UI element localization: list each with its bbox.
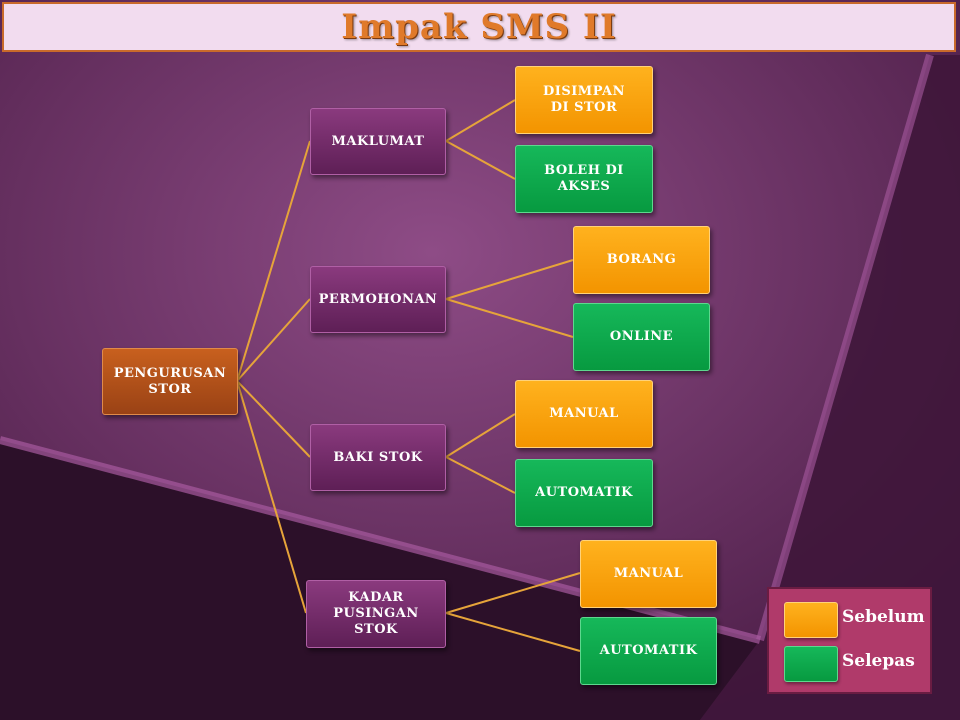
page-title: Impak SMS II [341, 7, 617, 47]
leaf-sebelum-permohonan: BORANG [573, 226, 710, 294]
legend-swatch-selepas [784, 646, 838, 682]
leaf-selepas-permohonan: ONLINE [573, 303, 710, 371]
root-node-pengurusan-stor: PENGURUSAN STOR [102, 348, 238, 415]
leaf-selepas-kadar: AUTOMATIK [580, 617, 717, 685]
legend-label-sebelum: Sebelum [842, 607, 925, 627]
legend: Sebelum Selepas [767, 587, 932, 694]
leaf-sebelum-baki-stok: MANUAL [515, 380, 653, 448]
branch-node-permohonan: PERMOHONAN [310, 266, 446, 333]
legend-label-selepas: Selepas [842, 651, 915, 671]
leaf-sebelum-kadar: MANUAL [580, 540, 717, 608]
branch-node-maklumat: MAKLUMAT [310, 108, 446, 175]
title-banner: Impak SMS II [2, 2, 956, 52]
leaf-selepas-baki-stok: AUTOMATIK [515, 459, 653, 527]
branch-node-baki-stok: BAKI STOK [310, 424, 446, 491]
legend-swatch-sebelum [784, 602, 838, 638]
leaf-selepas-maklumat: BOLEH DI AKSES [515, 145, 653, 213]
leaf-sebelum-maklumat: DISIMPAN DI STOR [515, 66, 653, 134]
branch-node-kadar-pusingan-stok: KADAR PUSINGAN STOK [306, 580, 446, 648]
